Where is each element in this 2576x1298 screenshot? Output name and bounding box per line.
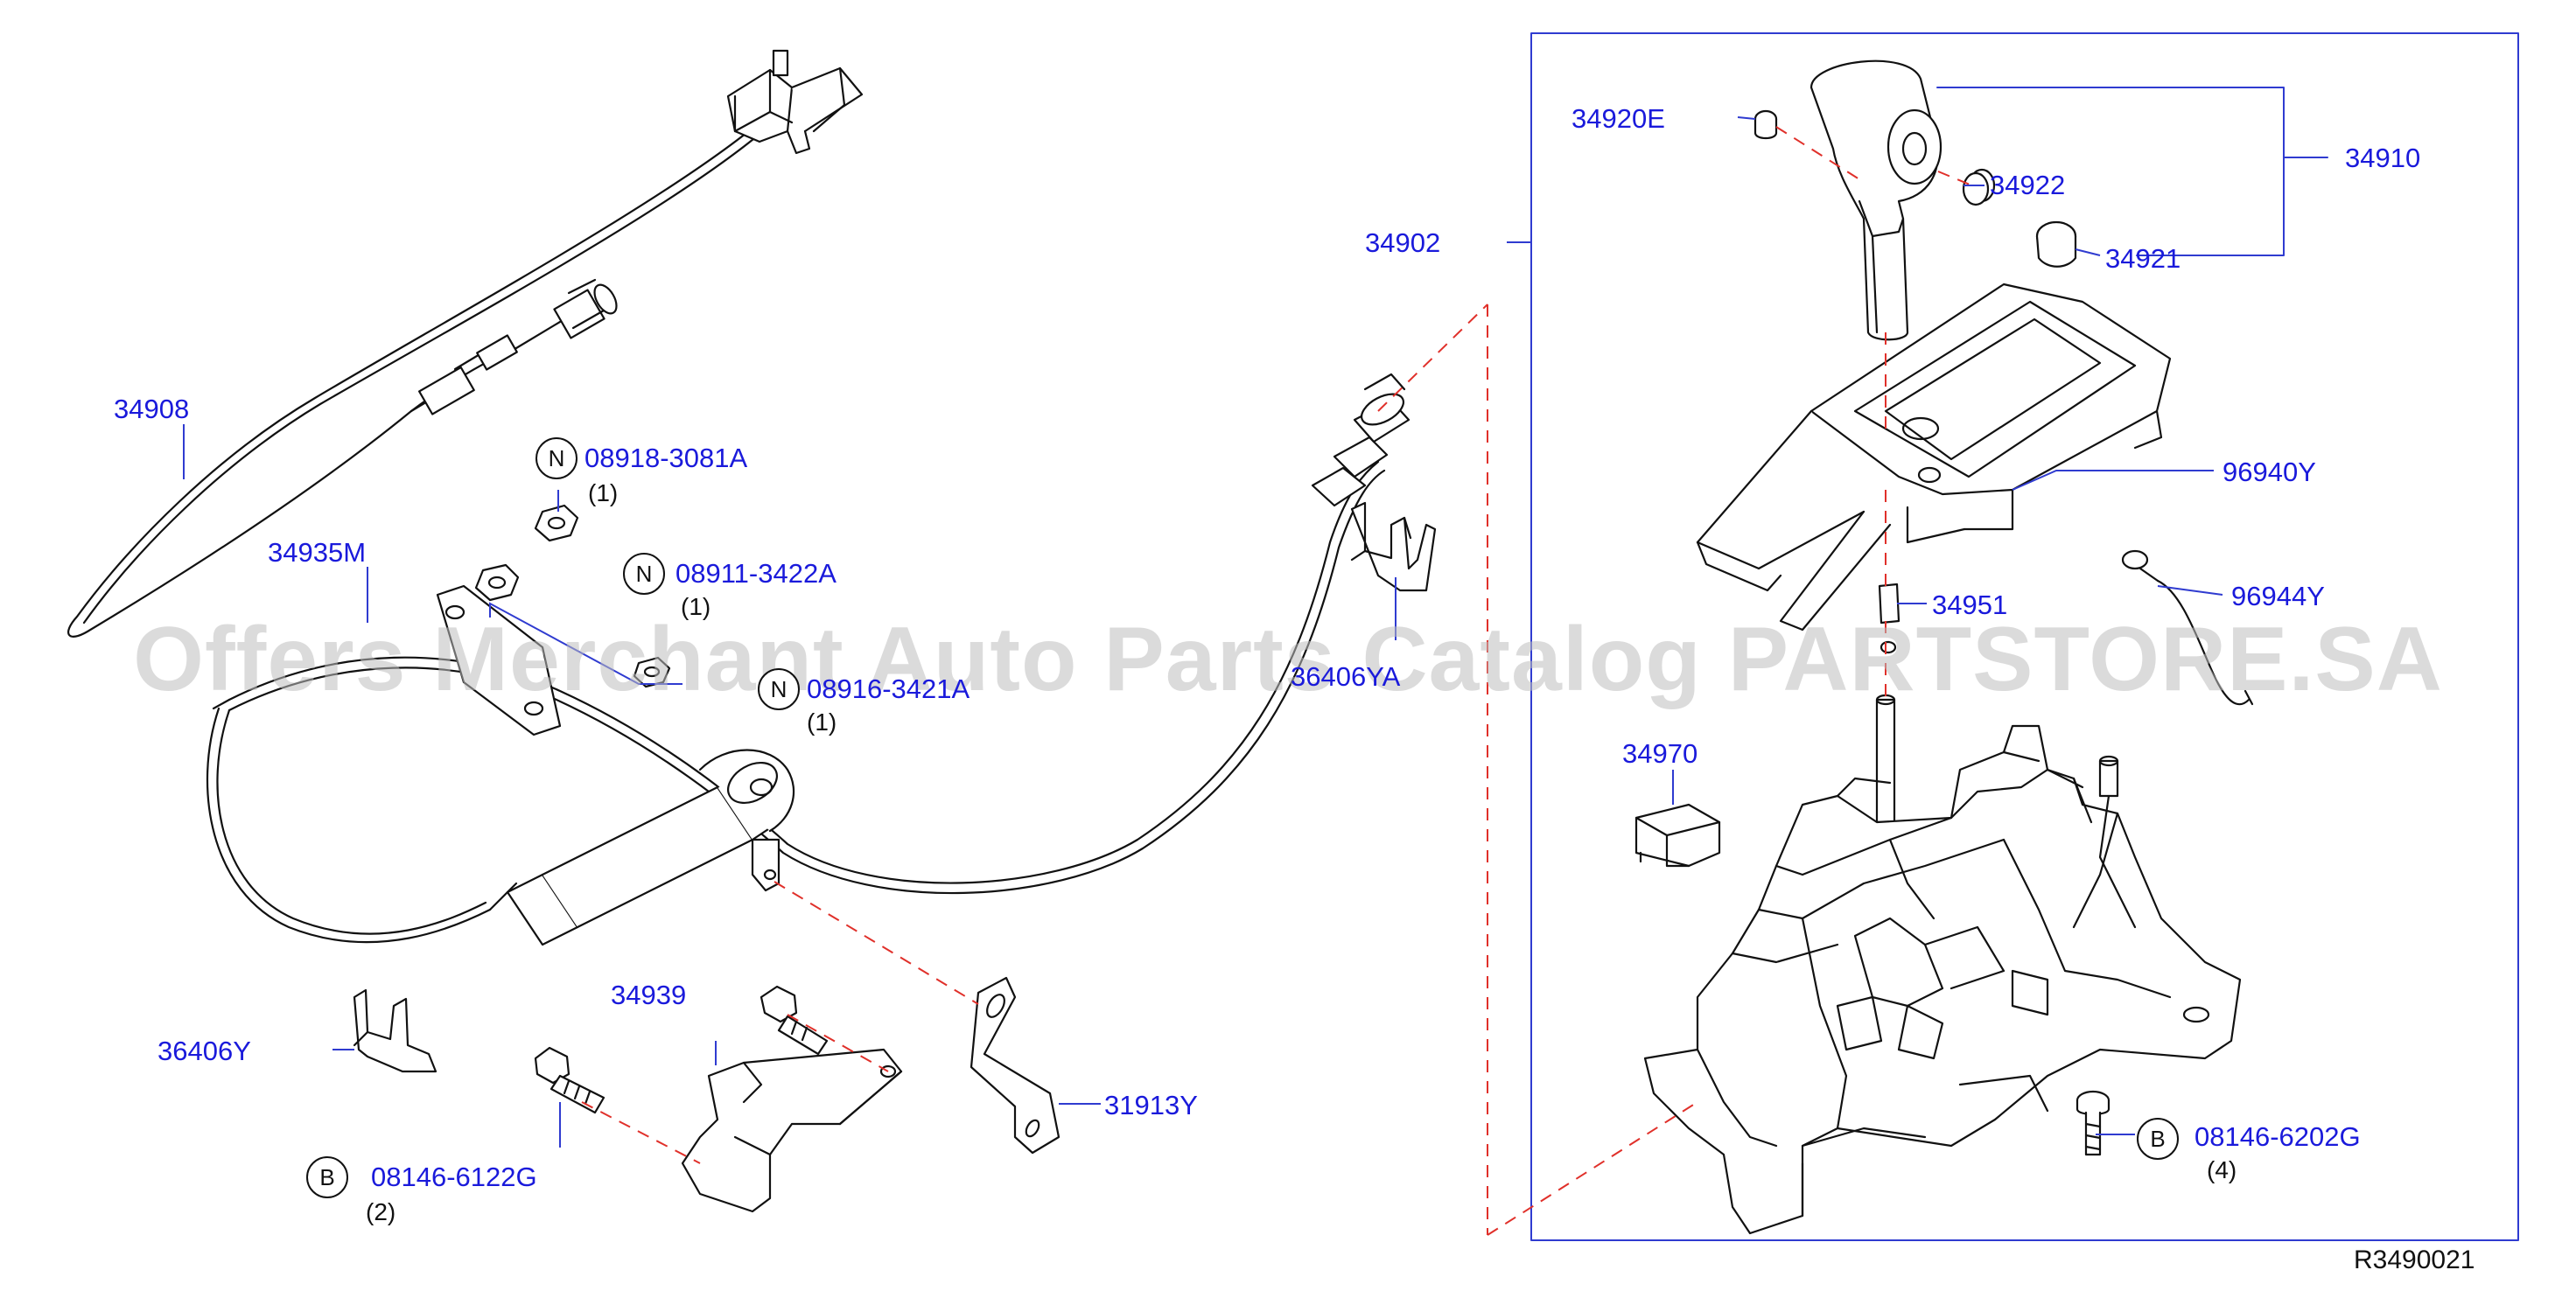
clip-36406YA	[1350, 501, 1437, 592]
part-label-34921[interactable]: 34921	[2105, 243, 2181, 274]
qty-08146-6122G: (2)	[366, 1198, 396, 1225]
part-label-34970[interactable]: 34970	[1622, 738, 1698, 769]
part-label-34939[interactable]: 34939	[611, 980, 687, 1010]
knob-34910	[1810, 59, 1942, 341]
nut-08911	[474, 563, 520, 602]
part-label-36406YA[interactable]: 36406YA	[1291, 661, 1401, 692]
part-label-08918-3081A[interactable]: 08918-3081A	[584, 443, 748, 473]
assembly-frame-34902	[1530, 32, 2519, 1241]
bolt-08146-6202G	[2076, 1090, 2110, 1156]
part-label-34902[interactable]: 34902	[1365, 227, 1441, 258]
bracket-31913Y	[970, 976, 1060, 1155]
reference-code: R3490021	[2354, 1246, 2475, 1274]
badge-b-08146-6122G: B	[306, 1156, 348, 1198]
part-label-08916-3421A[interactable]: 08916-3421A	[807, 673, 970, 704]
part-label-96944Y[interactable]: 96944Y	[2231, 581, 2325, 611]
part-label-34910[interactable]: 34910	[2345, 143, 2421, 173]
part-label-08146-6122G[interactable]: 08146-6122G	[371, 1162, 537, 1192]
indicator-96940Y	[1696, 283, 2172, 632]
part-label-34951[interactable]: 34951	[1932, 590, 2008, 620]
bolt-08146-6122G	[534, 1046, 606, 1114]
clip-36406Y	[353, 988, 438, 1073]
bushing-34951	[1878, 583, 1900, 654]
part-label-36406Y[interactable]: 36406Y	[158, 1036, 251, 1066]
cable-34935M	[206, 373, 1410, 946]
button-34921	[2035, 220, 2077, 268]
block-34970	[1634, 803, 1721, 868]
badge-n-08918: N	[536, 437, 578, 479]
guide-lines	[581, 126, 1975, 1236]
badge-n-08916: N	[758, 668, 800, 710]
nut-08916	[633, 656, 671, 688]
part-label-96940Y[interactable]: 96940Y	[2222, 457, 2316, 487]
cable-34908	[67, 49, 864, 638]
badge-b-08146-6202G: B	[2137, 1118, 2179, 1160]
qty-08918: (1)	[588, 479, 619, 506]
part-label-34920E[interactable]: 34920E	[1572, 103, 1665, 134]
part-label-34935M[interactable]: 34935M	[268, 537, 367, 568]
nut-08918	[534, 504, 579, 542]
button-34920E	[1754, 109, 1778, 140]
bracket-34939	[681, 1048, 903, 1213]
part-label-08146-6202G[interactable]: 08146-6202G	[2194, 1121, 2361, 1152]
qty-08146-6202G: (4)	[2207, 1156, 2237, 1183]
bulb-96944Y	[2121, 549, 2254, 706]
badge-n-08911: N	[623, 553, 665, 595]
qty-08911: (1)	[681, 593, 711, 620]
part-label-31913Y[interactable]: 31913Y	[1104, 1090, 1198, 1120]
qty-08916: (1)	[807, 708, 837, 736]
leader-lines	[183, 116, 2223, 1148]
part-label-34922[interactable]: 34922	[1990, 170, 2066, 200]
part-label-08911-3422A[interactable]: 08911-3422A	[676, 558, 836, 589]
part-label-34908[interactable]: 34908	[114, 394, 190, 424]
shift-base-34902	[1643, 694, 2242, 1235]
bolt-34939	[760, 985, 829, 1056]
